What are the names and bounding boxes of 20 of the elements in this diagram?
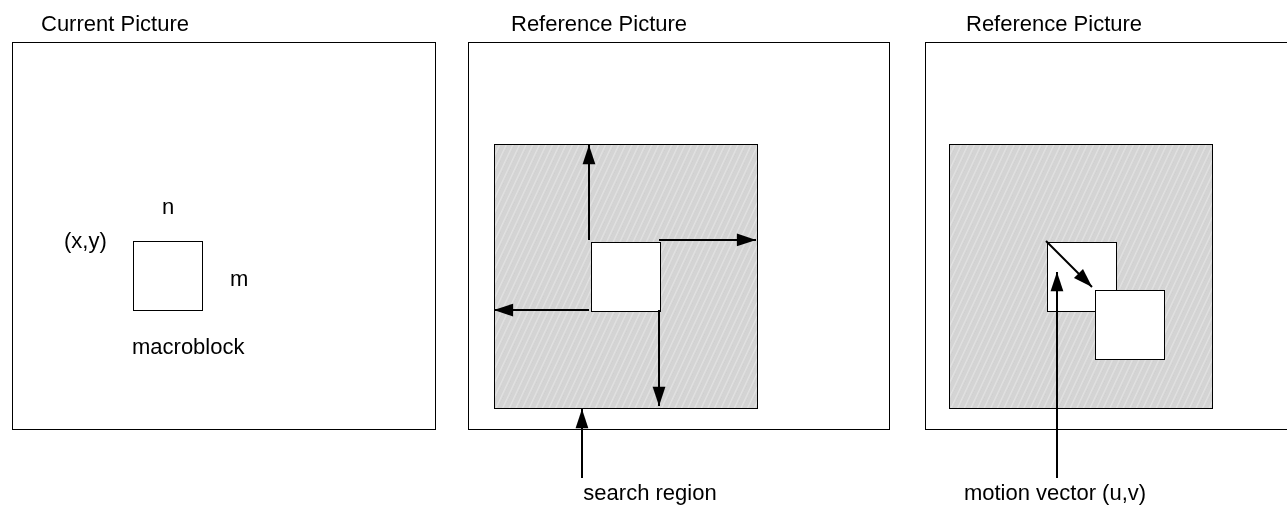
arrow (582, 144, 596, 241)
picture-heading: Reference Picture (966, 11, 1143, 37)
vector-caption: motion vector (u,v) (930, 478, 1180, 508)
arrow (652, 309, 666, 407)
motion-vector-arrow (1045, 240, 1093, 288)
picture-heading: Current Picture (41, 11, 189, 37)
search-region-area (494, 144, 758, 409)
block-square (591, 242, 661, 312)
coordinate-label: (x,y) (64, 228, 107, 254)
leader-line (1050, 271, 1064, 479)
dimension-label: m (230, 266, 249, 292)
arrow (493, 303, 590, 317)
search-region-area (949, 144, 1213, 409)
leader-line (575, 408, 589, 479)
dimension-label: n (162, 194, 175, 220)
region-caption: search region (570, 478, 730, 508)
block-label: macroblock (132, 334, 245, 360)
picture-heading: Reference Picture (511, 11, 688, 37)
arrow (658, 233, 757, 247)
matched-block-square (1095, 290, 1165, 360)
